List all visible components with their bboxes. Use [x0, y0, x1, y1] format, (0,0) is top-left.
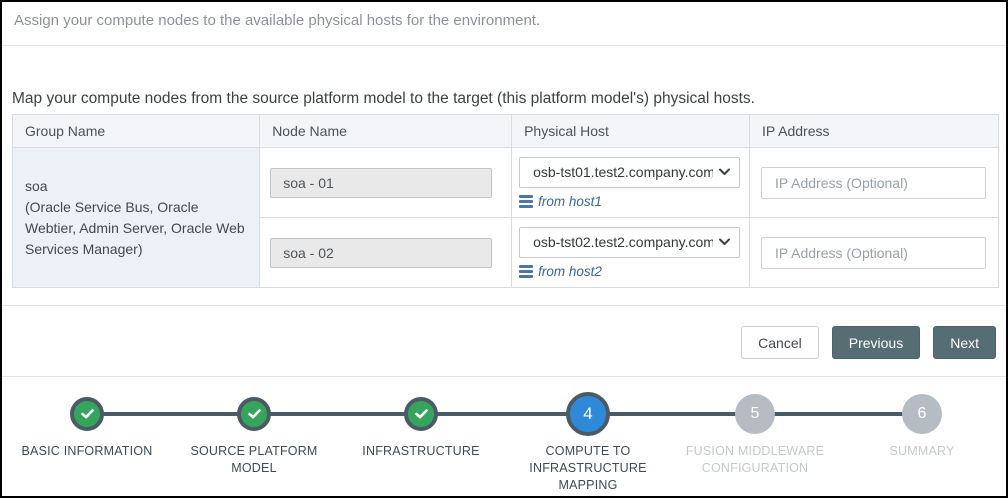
ip-address-cell — [749, 147, 999, 218]
ip-address-input[interactable] — [761, 166, 987, 199]
group-name: soa — [25, 177, 48, 194]
step-pending-dot: 6 — [902, 394, 942, 434]
table-row: osb-tst02.test2.company.com from host2 — [13, 217, 999, 288]
step-complete-dot — [70, 397, 104, 431]
step-pending-dot: 5 — [735, 394, 775, 434]
node-name-field — [270, 237, 493, 268]
node-name-cell — [259, 147, 513, 218]
column-header-physical-host: Physical Host — [511, 114, 751, 148]
step-label: SUMMARY — [889, 444, 955, 458]
from-host-link-label: from host2 — [538, 263, 602, 279]
page-title: Assign your compute nodes to the availab… — [14, 12, 541, 29]
step-label: COMPUTE TO INFRASTRUCTURE MAPPING — [529, 444, 647, 492]
physical-host-select[interactable]: osb-tst02.test2.company.com — [519, 226, 741, 258]
step-number: 5 — [750, 405, 760, 422]
ip-address-input[interactable] — [761, 236, 987, 269]
step-compute-to-infrastructure-mapping[interactable]: 4 COMPUTE TO INFRASTRUCTURE MAPPING — [513, 377, 663, 496]
node-name-cell — [259, 217, 513, 288]
step-label: FUSION MIDDLEWARE CONFIGURATION — [685, 444, 825, 475]
ip-address-cell — [749, 217, 999, 288]
step-complete-dot — [404, 397, 438, 431]
physical-host-cell: osb-tst02.test2.company.com from host2 — [511, 217, 751, 288]
step-label: SOURCE PLATFORM MODEL — [190, 444, 318, 475]
cancel-button[interactable]: Cancel — [741, 326, 819, 359]
physical-host-cell: osb-tst01.test2.company.com from host1 — [511, 147, 751, 218]
from-host-link[interactable]: from host1 — [519, 194, 602, 209]
from-host-link-label: from host1 — [538, 193, 602, 209]
divider — [2, 305, 1006, 306]
check-icon — [414, 409, 428, 419]
from-host-link[interactable]: from host2 — [519, 264, 602, 279]
compute-mapping-table: Group Name Node Name Physical Host IP Ad… — [11, 114, 999, 288]
mapping-instruction: Map your compute nodes from the source p… — [12, 90, 755, 107]
step-complete-dot — [237, 397, 271, 431]
table-header-row: Group Name Node Name Physical Host IP Ad… — [11, 114, 999, 148]
step-basic-information[interactable]: BASIC INFORMATION — [12, 377, 162, 496]
check-icon — [247, 409, 261, 419]
table-row: soa (Oracle Service Bus, Oracle Webtier,… — [11, 147, 999, 288]
step-number: 4 — [583, 404, 593, 423]
node-name-field — [270, 167, 493, 198]
stepper-track — [87, 412, 922, 416]
step-source-platform-model[interactable]: SOURCE PLATFORM MODEL — [179, 377, 329, 496]
check-icon — [80, 409, 94, 419]
divider — [2, 45, 1006, 46]
column-header-node-name: Node Name — [259, 114, 513, 148]
host-stack-icon — [519, 264, 534, 278]
step-label: INFRASTRUCTURE — [362, 444, 480, 458]
step-number: 6 — [917, 405, 927, 422]
column-header-ip-address: IP Address — [749, 114, 999, 148]
step-infrastructure[interactable]: INFRASTRUCTURE — [346, 377, 496, 496]
host-stack-icon — [519, 194, 534, 208]
column-header-group-name: Group Name — [11, 114, 261, 148]
group-description: (Oracle Service Bus, Oracle Webtier, Adm… — [25, 198, 245, 257]
step-summary[interactable]: 6 SUMMARY — [847, 377, 997, 496]
previous-button[interactable]: Previous — [831, 326, 921, 359]
wizard-stepper: BASIC INFORMATION SOURCE PLATFORM MODEL … — [2, 376, 1006, 496]
action-bar: Cancel Previous Next — [741, 326, 996, 359]
physical-host-select[interactable]: osb-tst01.test2.company.com — [519, 156, 741, 188]
step-fusion-middleware-configuration[interactable]: 5 FUSION MIDDLEWARE CONFIGURATION — [680, 377, 830, 496]
step-active-dot: 4 — [566, 392, 610, 436]
step-label: BASIC INFORMATION — [21, 444, 153, 458]
next-button[interactable]: Next — [933, 326, 996, 359]
group-name-cell: soa (Oracle Service Bus, Oracle Webtier,… — [11, 147, 261, 288]
